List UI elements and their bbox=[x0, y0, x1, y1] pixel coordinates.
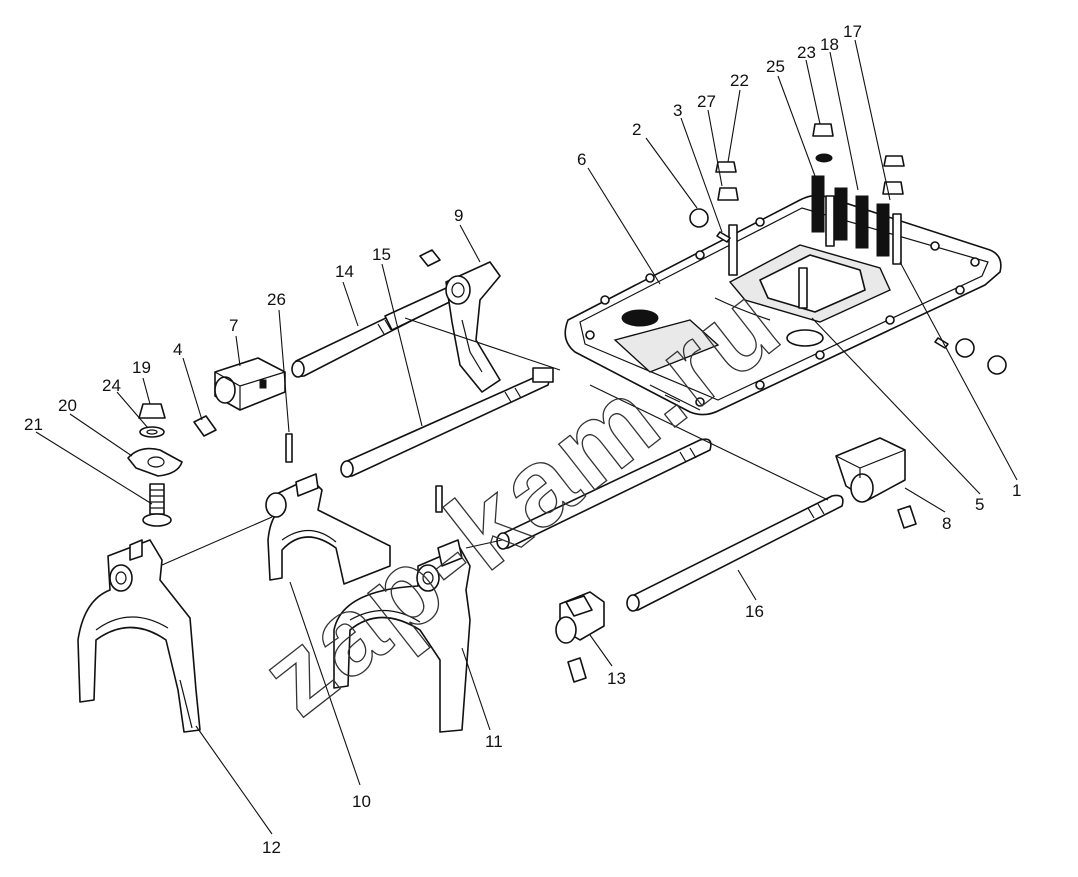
watermark-text: zap-kam.ru bbox=[239, 260, 804, 739]
callout-21: 21 bbox=[24, 415, 43, 434]
cover-studs-and-nuts bbox=[689, 123, 1007, 375]
block-13 bbox=[555, 591, 605, 683]
callout-17: 17 bbox=[843, 22, 862, 41]
callout-15: 15 bbox=[372, 245, 391, 264]
callout-11: 11 bbox=[485, 732, 503, 751]
cover-plate bbox=[564, 194, 1002, 416]
block-8 bbox=[835, 437, 917, 529]
callout-18: 18 bbox=[820, 35, 839, 54]
callout-27: 27 bbox=[697, 92, 716, 111]
callout-23: 23 bbox=[797, 43, 816, 62]
fork-11 bbox=[333, 539, 471, 733]
callout-8: 8 bbox=[942, 514, 951, 533]
callout-6: 6 bbox=[577, 150, 586, 169]
callout-19: 19 bbox=[132, 358, 151, 377]
shaft-16 bbox=[626, 494, 844, 612]
watermark: zap-kam.ru bbox=[238, 259, 804, 739]
callout-labels: 1 2 3 4 5 6 7 8 9 10 11 12 13 14 15 16 1… bbox=[24, 22, 1021, 857]
leader-lines bbox=[35, 39, 1018, 835]
callout-25: 25 bbox=[766, 57, 785, 76]
shaft-14 bbox=[291, 283, 463, 378]
callout-4: 4 bbox=[173, 340, 182, 359]
callout-1: 1 bbox=[1012, 481, 1021, 500]
callout-3: 3 bbox=[673, 101, 682, 120]
callout-2: 2 bbox=[632, 120, 641, 139]
callout-20: 20 bbox=[58, 396, 77, 415]
callout-13: 13 bbox=[607, 669, 626, 688]
callout-5: 5 bbox=[975, 495, 984, 514]
callout-7: 7 bbox=[229, 316, 238, 335]
shaft-15 bbox=[340, 367, 554, 478]
shaft-middle bbox=[496, 438, 712, 550]
callout-9: 9 bbox=[454, 206, 463, 225]
small-parts-left bbox=[127, 403, 443, 527]
callout-24: 24 bbox=[102, 376, 121, 395]
callout-10: 10 bbox=[352, 792, 371, 811]
fork-10 bbox=[265, 473, 391, 585]
callout-12: 12 bbox=[262, 838, 281, 857]
callout-26: 26 bbox=[267, 290, 286, 309]
block-7 bbox=[214, 357, 286, 411]
fork-12 bbox=[77, 539, 201, 733]
lever-9 bbox=[419, 249, 501, 393]
callout-16: 16 bbox=[745, 602, 764, 621]
callout-22: 22 bbox=[730, 71, 749, 90]
callout-14: 14 bbox=[335, 262, 354, 281]
